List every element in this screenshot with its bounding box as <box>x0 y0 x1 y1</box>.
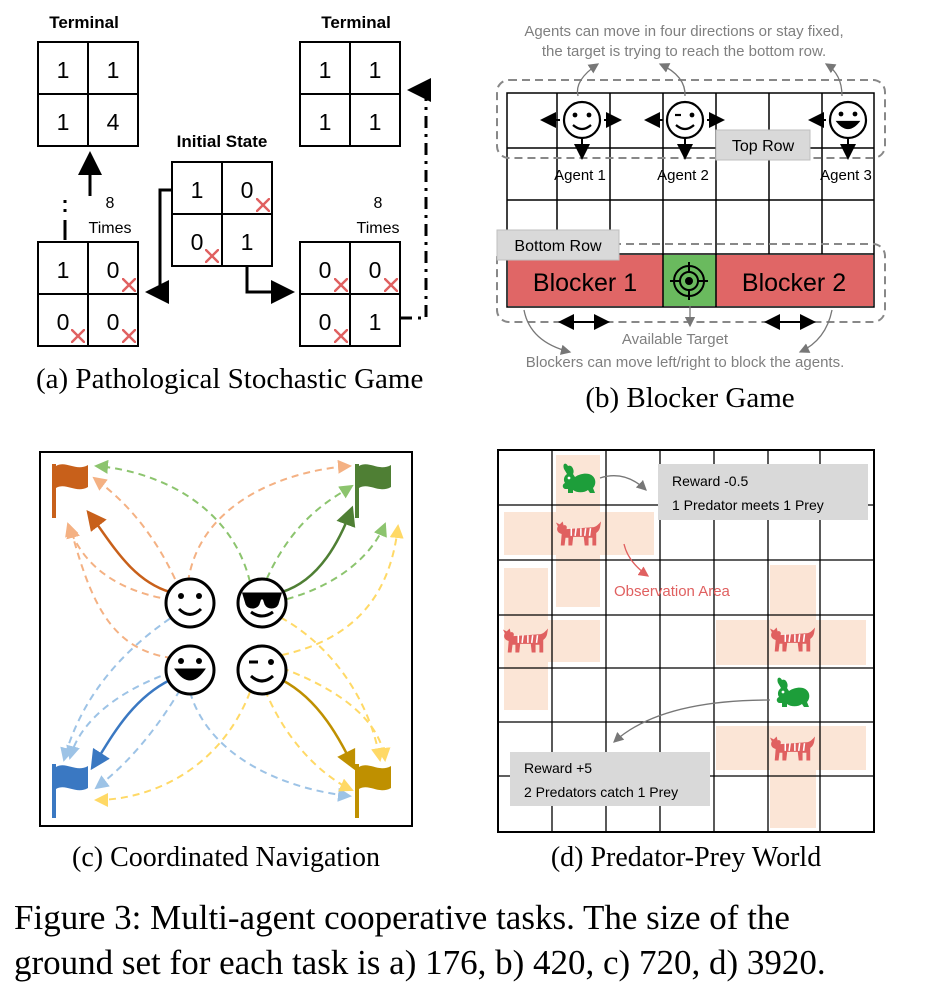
panel-a: Terminal 1 1 1 4 Terminal 1 1 1 1 Initia… <box>37 13 431 347</box>
grid-right-state: 0 0 0 1 <box>299 241 401 347</box>
bottom-row-label: Bottom Row <box>514 238 602 255</box>
right-repeat-count: 8 <box>374 195 383 212</box>
grid-terminal-right: 1 1 1 1 <box>299 41 401 147</box>
left-repeat-unit: Times <box>89 220 132 237</box>
caption-a: (a) Pathological Stochastic Game <box>36 362 428 396</box>
reward-top-line2: 1 Predator meets 1 Prey <box>672 497 824 513</box>
cell-value: 1 <box>369 57 382 83</box>
agent-move-arrows <box>540 112 856 160</box>
note-top-2: the target is trying to reach the bottom… <box>542 43 826 60</box>
terminal-right-title: Terminal <box>321 13 391 32</box>
transition-arrows <box>63 78 431 320</box>
caption-c: (c) Coordinated Navigation <box>20 842 432 874</box>
cell-value: 0 <box>369 257 382 283</box>
reward-top-line1: Reward -0.5 <box>672 473 748 489</box>
cell-value: 1 <box>319 57 332 83</box>
x-mark-icon <box>256 198 270 212</box>
solid-paths <box>86 505 356 771</box>
cell-value: 1 <box>57 257 70 283</box>
cell-value: 0 <box>191 229 204 255</box>
figure-caption-line-1: Figure 3: Multi-agent cooperative tasks.… <box>14 898 790 937</box>
x-mark-icon <box>334 329 348 343</box>
blocker-2-region <box>716 255 873 306</box>
prey-rabbit-icon <box>776 677 810 707</box>
caption-d: (d) Predator-Prey World <box>480 842 892 874</box>
left-repeat-count: 8 <box>106 195 115 212</box>
agent-2-label: Agent 2 <box>657 167 709 184</box>
cell-value: 1 <box>57 57 70 83</box>
bottom-callout-arrows <box>523 306 833 355</box>
reward-bottom-line1: Reward +5 <box>524 760 592 776</box>
face-smile-icon <box>164 577 216 629</box>
caption-a-text: (a) Pathological Stochastic Game <box>36 363 424 395</box>
flag-bottom-right-icon <box>355 764 391 818</box>
navigation-frame <box>39 451 413 827</box>
target-icon <box>670 262 708 300</box>
agent-2-wink-icon <box>665 100 705 140</box>
flag-top-right-icon <box>355 464 391 518</box>
agent-3-label: Agent 3 <box>820 167 872 184</box>
face-grin-icon <box>164 644 216 696</box>
cell-value: 0 <box>319 257 332 283</box>
cell-value: 1 <box>319 109 332 135</box>
grid-terminal-left: 1 1 1 4 <box>37 41 139 147</box>
cell-value: 1 <box>191 177 204 203</box>
cell-value: 0 <box>319 309 332 335</box>
x-mark-icon <box>334 278 348 292</box>
caption-c-text: (c) Coordinated Navigation <box>72 842 380 873</box>
x-mark-icon <box>122 278 136 292</box>
blocker-1-label: Blocker 1 <box>533 269 637 297</box>
cell-value: 1 <box>107 57 120 83</box>
caption-d-text: (d) Predator-Prey World <box>550 842 822 873</box>
right-repeat-unit: Times <box>357 220 400 237</box>
caption-b-text: (b) Blocker Game <box>585 382 795 414</box>
cell-value: 1 <box>241 229 254 255</box>
x-mark-icon <box>384 278 398 292</box>
cell-value: 0 <box>107 257 120 283</box>
flag-bottom-left-icon <box>52 764 88 818</box>
grid-initial-state: 1 0 0 1 <box>171 161 273 267</box>
figure-caption: Figure 3: Multi-agent cooperative tasks.… <box>14 895 920 985</box>
dashed-paths <box>60 459 404 807</box>
available-target-label: Available Target <box>622 331 729 348</box>
terminal-left-title: Terminal <box>49 13 119 32</box>
x-mark-icon <box>205 249 219 263</box>
face-wink-icon <box>236 644 288 696</box>
blocker-1-region <box>508 255 663 306</box>
cell-value: 1 <box>369 309 382 335</box>
cell-value: 0 <box>241 177 254 203</box>
panel-d-callouts <box>599 475 771 743</box>
panel-c <box>39 451 413 827</box>
cell-value: 0 <box>107 309 120 335</box>
face-sunglasses-icon <box>236 577 288 629</box>
agent-1-label: Agent 1 <box>554 167 606 184</box>
figure-caption-line-2: ground set for each task is a) 176, b) 4… <box>14 943 826 982</box>
cell-value: 1 <box>57 109 70 135</box>
note-top: Agents can move in four directions or st… <box>524 23 843 40</box>
agent-1-smiley-icon <box>562 100 602 140</box>
caption-b: (b) Blocker Game <box>500 382 880 415</box>
x-mark-icon <box>71 329 85 343</box>
initial-state-title: Initial State <box>177 132 268 151</box>
observation-area-label: Observation Area <box>614 583 731 600</box>
blocker-2-label: Blocker 2 <box>742 269 846 297</box>
note-callout-arrows <box>576 63 843 97</box>
grid-left-state: 1 0 0 0 <box>37 241 139 347</box>
reward-bottom-line2: 2 Predators catch 1 Prey <box>524 784 678 800</box>
note-bottom: Blockers can move left/right to block th… <box>526 354 845 371</box>
cell-value: 0 <box>57 309 70 335</box>
x-mark-icon <box>122 329 136 343</box>
agent-3-grin-icon <box>828 100 868 140</box>
panel-d: Reward -0.5 1 Predator meets 1 Prey Rewa… <box>497 449 875 833</box>
cell-value: 4 <box>107 109 120 135</box>
cell-value: 1 <box>369 109 382 135</box>
panel-b: Agents can move in four directions or st… <box>496 23 886 371</box>
top-row-label: Top Row <box>732 138 795 155</box>
flag-top-left-icon <box>52 464 88 518</box>
